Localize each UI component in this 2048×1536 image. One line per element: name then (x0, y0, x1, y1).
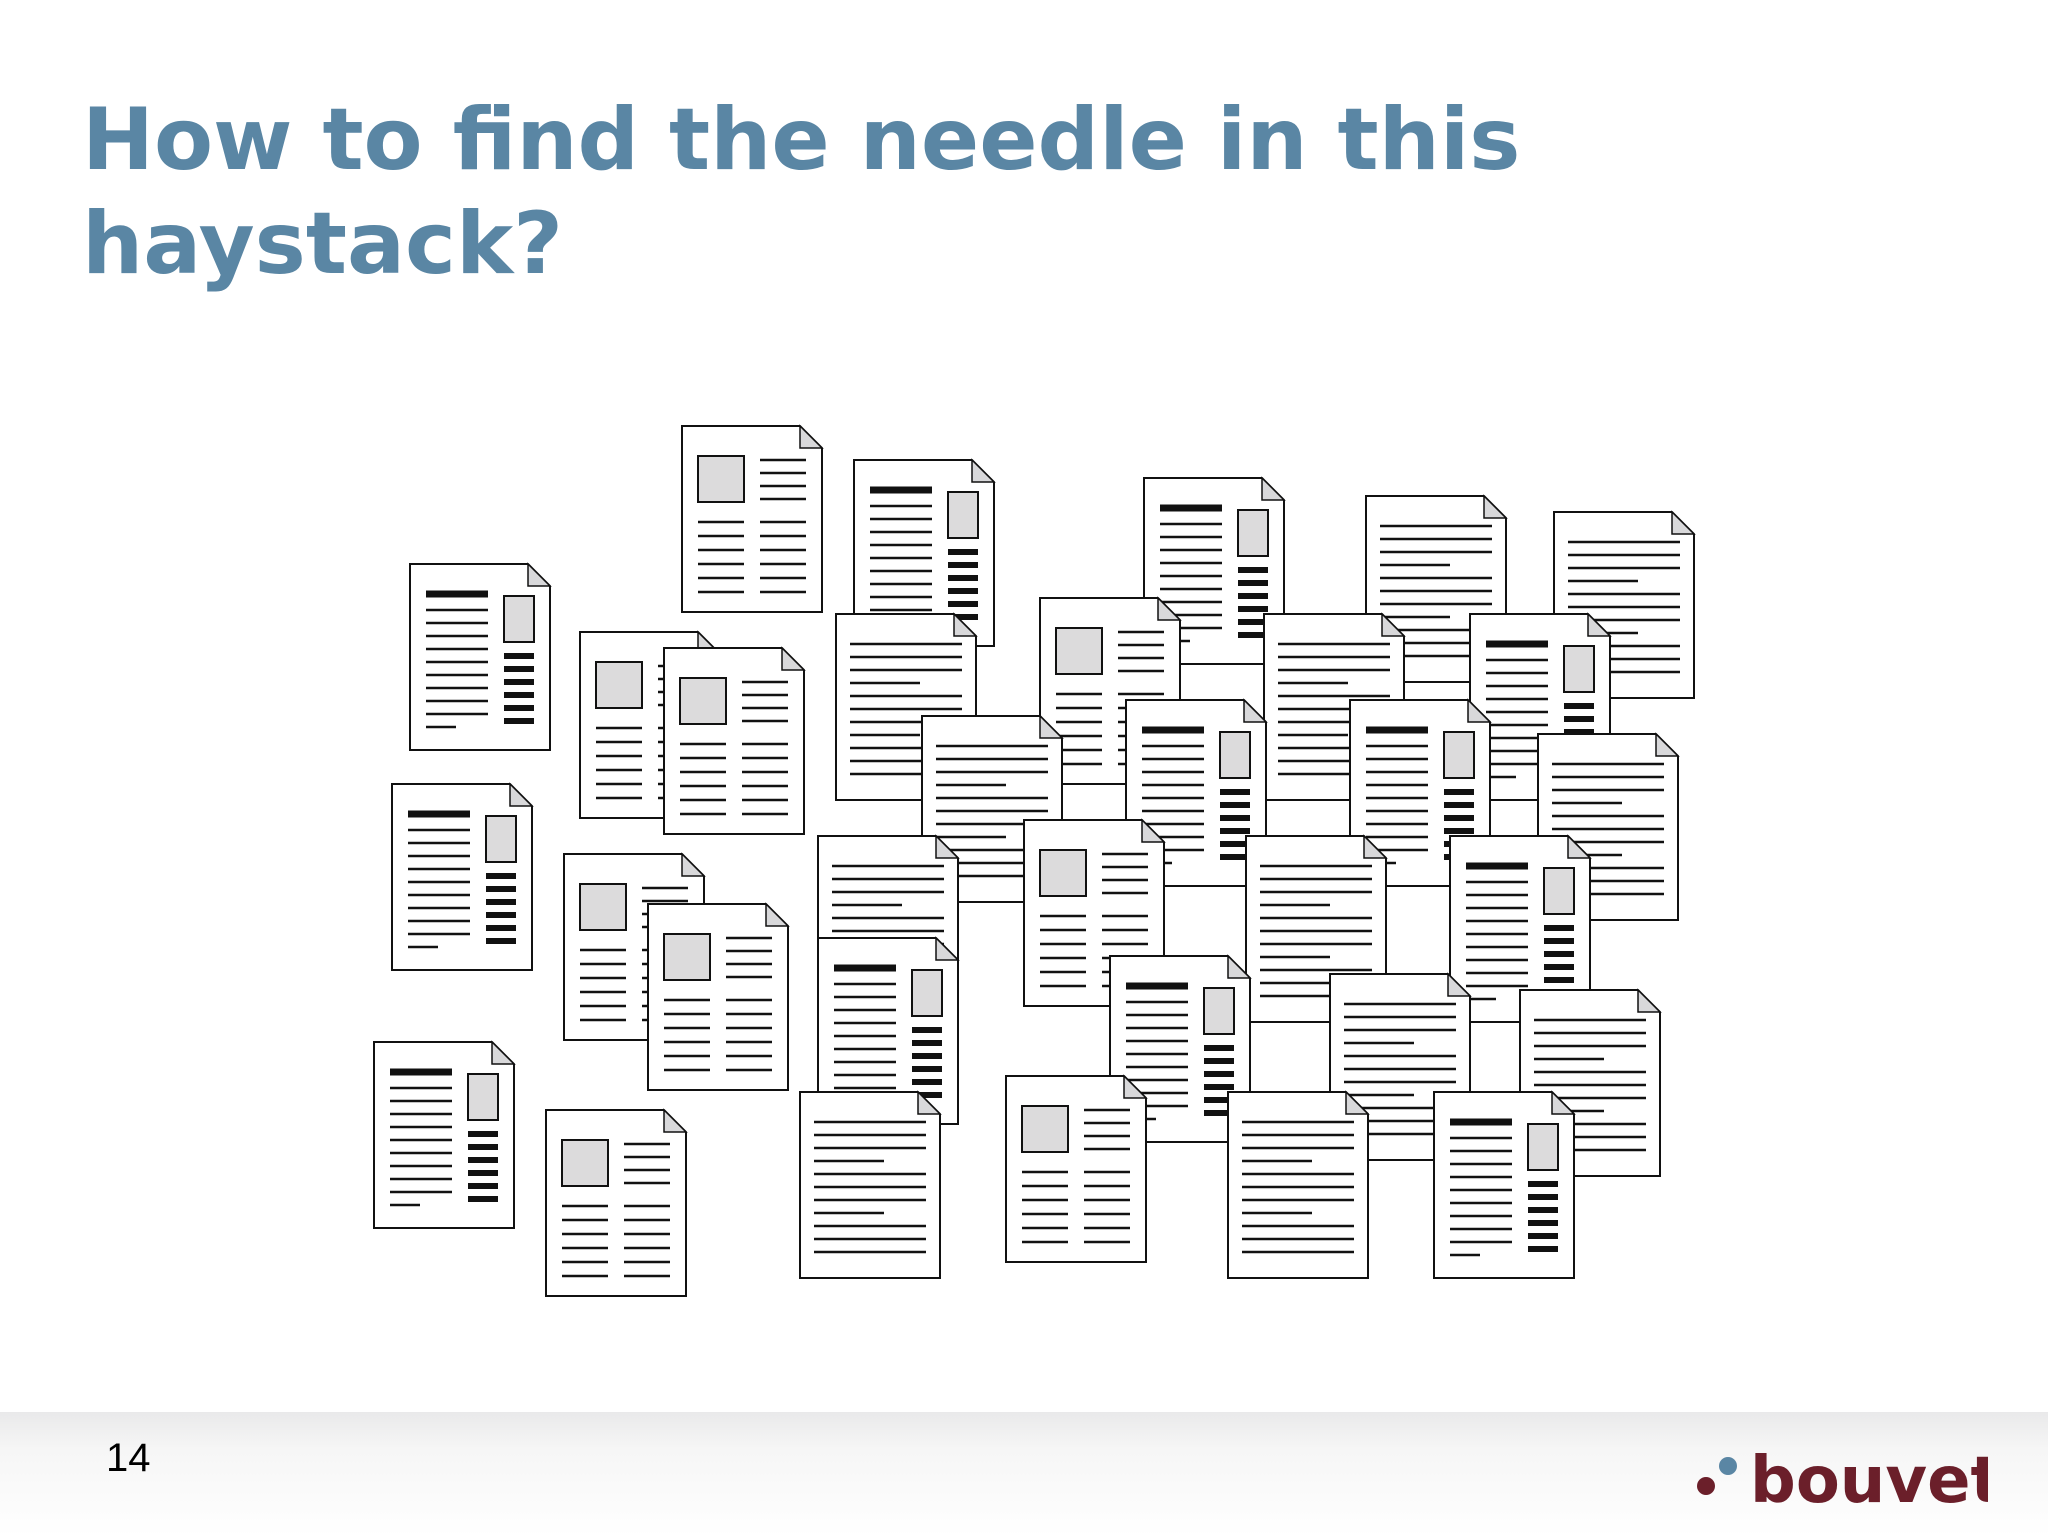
document-pile-illustration (373, 424, 1696, 1297)
document-icon (545, 1108, 688, 1297)
slide-title-line-1: How to find the needle in this (82, 90, 1521, 190)
document-icon (799, 1090, 942, 1279)
logo-wordmark: bouvet (1750, 1444, 1988, 1516)
logo-registered-mark: ® (1976, 1459, 1988, 1473)
bouvet-logo: bouvet ® (1697, 1444, 1988, 1516)
document-icon (1005, 1074, 1148, 1263)
document-icon (663, 646, 806, 835)
slide-title-line-2: haystack? (82, 194, 564, 294)
page-number: 14 (106, 1436, 151, 1480)
document-icon (373, 1040, 516, 1229)
logo-dot-blue (1719, 1457, 1737, 1475)
document-icon (647, 902, 790, 1091)
document-icon (1227, 1090, 1370, 1279)
logo-dot-red (1697, 1477, 1715, 1495)
document-icon (853, 458, 996, 647)
footer-bar (0, 1412, 2048, 1536)
document-icon (681, 424, 824, 613)
document-icon (409, 562, 552, 751)
slide-title: How to find the needle in this haystack? (82, 88, 1682, 296)
document-icon (391, 782, 534, 971)
document-icon (1433, 1090, 1576, 1279)
